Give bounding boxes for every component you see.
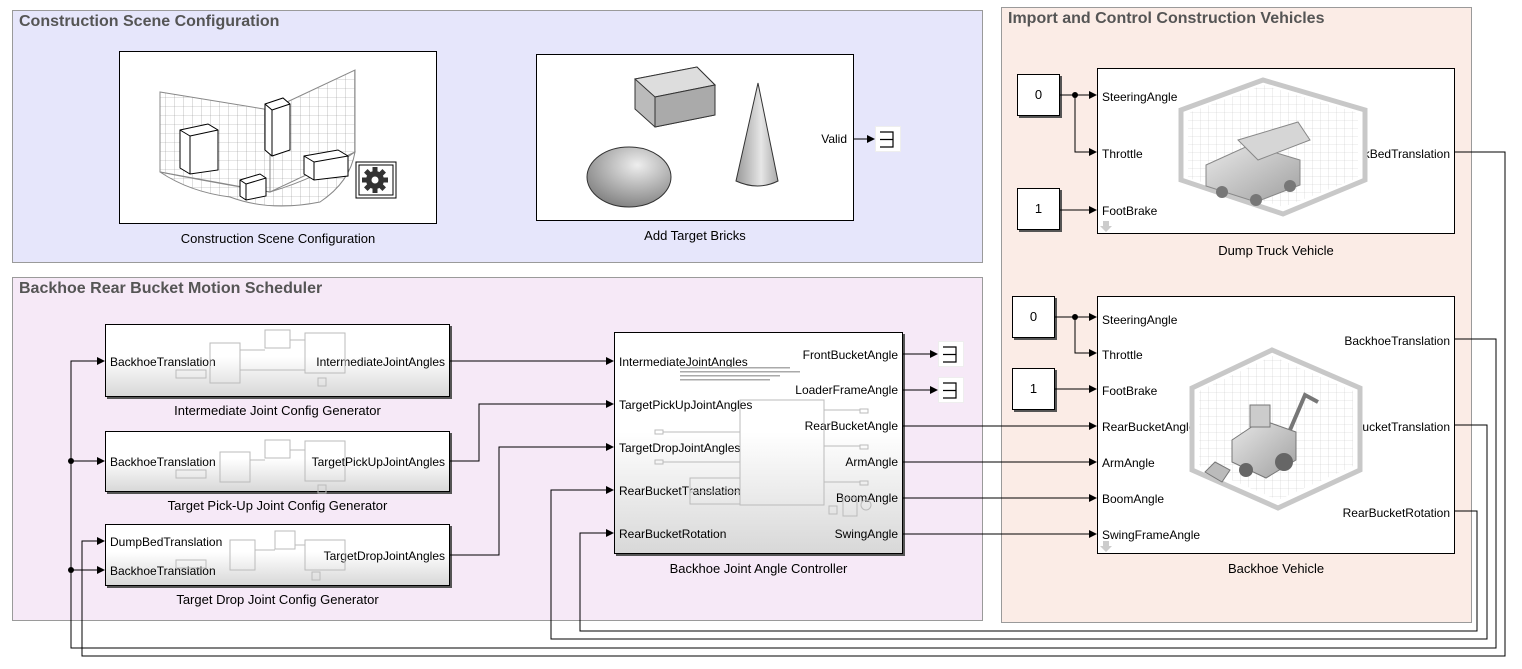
port-in-steering-angle: SteeringAngle bbox=[1102, 90, 1178, 104]
port-in-intermediate-angles: IntermediateJointAngles bbox=[619, 355, 748, 369]
intermediate-caption: Intermediate Joint Config Generator bbox=[174, 403, 381, 418]
port-out-truck-bed-translation: TruckBedTranslation bbox=[1340, 147, 1450, 161]
backhoe-caption: Backhoe Vehicle bbox=[1227, 561, 1325, 576]
area-title-scheduler: Backhoe Rear Bucket Motion Scheduler bbox=[19, 280, 323, 297]
constant-backhoe-steering[interactable]: 0 bbox=[1012, 296, 1055, 338]
port-in-swing-frame-angle: SwingFrameAngle bbox=[1102, 528, 1201, 542]
port-out-arm-angle: ArmAngle bbox=[845, 455, 898, 469]
port-in-boom-angle: BoomAngle bbox=[1102, 492, 1165, 506]
add-bricks-block[interactable]: Valid bbox=[536, 54, 854, 221]
port-valid: Valid bbox=[821, 132, 847, 146]
joint-angle-controller-block[interactable]: IntermediateJointAngles TargetPickUpJoin… bbox=[614, 332, 903, 554]
pickup-generator-block[interactable]: BackhoeTranslation TargetPickUpJointAngl… bbox=[105, 431, 450, 492]
port-in-pickup-angles: TargetPickUpJointAngles bbox=[619, 398, 753, 412]
gear-icon[interactable] bbox=[120, 52, 438, 225]
controller-caption: Backhoe Joint Angle Controller bbox=[669, 561, 848, 576]
area-title-scene: Construction Scene Configuration bbox=[19, 13, 280, 30]
port-in-rear-bucket-translation: RearBucketTranslation bbox=[619, 484, 741, 498]
constant-truck-brake[interactable]: 1 bbox=[1017, 188, 1060, 230]
scene-config-block[interactable] bbox=[119, 51, 437, 224]
port-out-rear-bucket-angle: RearBucketAngle bbox=[804, 419, 898, 433]
box-icon bbox=[633, 66, 717, 128]
port-out-intermediate-angles: IntermediateJointAngles bbox=[316, 355, 445, 369]
port-out-rear-bucket-rotation: RearBucketRotation bbox=[1342, 506, 1450, 520]
pickup-caption: Target Pick-Up Joint Config Generator bbox=[167, 498, 388, 513]
dump-truck-icon bbox=[1178, 77, 1368, 217]
port-in-foot-brake: FootBrake bbox=[1102, 204, 1158, 218]
port-in-backhoe-translation: BackhoeTranslation bbox=[110, 355, 216, 369]
drop-caption: Target Drop Joint Config Generator bbox=[176, 592, 379, 607]
port-in-foot-brake: FootBrake bbox=[1102, 384, 1158, 398]
port-out-swing-angle: SwingAngle bbox=[834, 527, 898, 541]
port-in-steering-angle: SteeringAngle bbox=[1102, 313, 1178, 327]
port-out-backhoe-translation: BackhoeTranslation bbox=[1344, 334, 1450, 348]
sphere-icon bbox=[586, 146, 672, 208]
port-in-throttle: Throttle bbox=[1102, 348, 1143, 362]
cone-icon bbox=[735, 82, 779, 187]
dump-truck-caption: Dump Truck Vehicle bbox=[1218, 243, 1334, 258]
backhoe-icon bbox=[1189, 347, 1363, 511]
drop-generator-block[interactable]: DumpBedTranslation BackhoeTranslation Ta… bbox=[105, 524, 450, 586]
constant-backhoe-brake[interactable]: 1 bbox=[1012, 368, 1055, 410]
port-in-rear-bucket-rotation: RearBucketRotation bbox=[619, 527, 727, 541]
port-in-arm-angle: ArmAngle bbox=[1102, 456, 1155, 470]
port-out-drop-angles: TargetDropJointAngles bbox=[323, 549, 445, 563]
terminator-icon bbox=[880, 131, 957, 399]
port-in-rear-bucket-angle: RearBucketAngle bbox=[1102, 420, 1196, 434]
constant-truck-steering[interactable]: 0 bbox=[1017, 74, 1060, 116]
intermediate-generator-block[interactable]: BackhoeTranslation IntermediateJointAngl… bbox=[105, 324, 450, 397]
port-out-loader-frame-angle: LoaderFrameAngle bbox=[795, 383, 898, 397]
port-out-front-bucket-angle: FrontBucketAngle bbox=[802, 348, 898, 362]
terrain-grid-icon bbox=[159, 69, 397, 207]
port-in-backhoe-translation: BackhoeTranslation bbox=[110, 455, 216, 469]
port-in-dumpbed-translation: DumpBedTranslation bbox=[110, 535, 223, 549]
port-in-drop-angles: TargetDropJointAngles bbox=[619, 441, 741, 455]
area-title-vehicles: Import and Control Construction Vehicles bbox=[1008, 10, 1325, 27]
scene-config-caption: Construction Scene Configuration bbox=[180, 231, 376, 246]
port-in-throttle: Throttle bbox=[1102, 147, 1143, 161]
add-bricks-caption: Add Target Bricks bbox=[644, 228, 746, 243]
port-out-boom-angle: BoomAngle bbox=[835, 491, 898, 505]
